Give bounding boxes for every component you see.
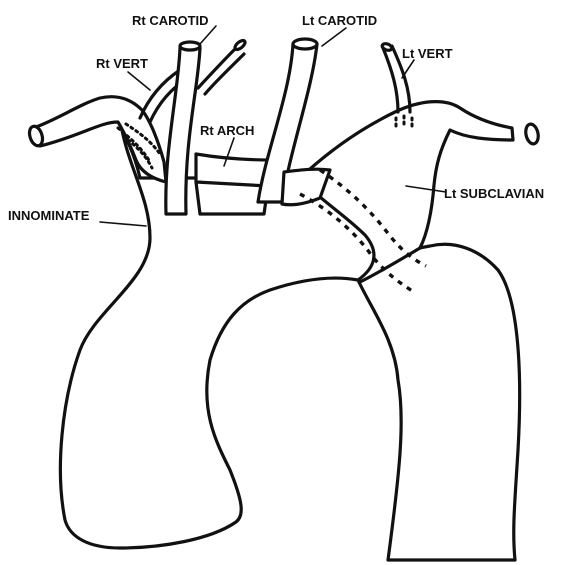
- descending-aorta: [358, 244, 520, 560]
- label-lt-subclavian: Lt SUBCLAVIAN: [444, 186, 544, 201]
- label-lt-carotid: Lt CAROTID: [302, 13, 377, 28]
- rt-carotid-leader: [200, 26, 216, 44]
- lt-vert-leader: [402, 60, 414, 78]
- innominate-leader: [100, 222, 146, 226]
- label-rt-vert: Rt VERT: [96, 56, 148, 71]
- rt-carotid-lumen: [180, 42, 200, 50]
- left-subclavian-lumen: [524, 123, 540, 145]
- label-rt-carotid: Rt CAROTID: [132, 13, 209, 28]
- lt-carotid-leader: [322, 28, 346, 46]
- rt-vert-leader: [128, 72, 150, 90]
- lt-carotid-lumen: [293, 39, 317, 49]
- label-innominate: INNOMINATE: [8, 208, 90, 223]
- rt-carotid-thin-lumen: [233, 39, 246, 51]
- label-rt-arch: Rt ARCH: [200, 123, 254, 138]
- label-lt-vert: Lt VERT: [402, 46, 453, 61]
